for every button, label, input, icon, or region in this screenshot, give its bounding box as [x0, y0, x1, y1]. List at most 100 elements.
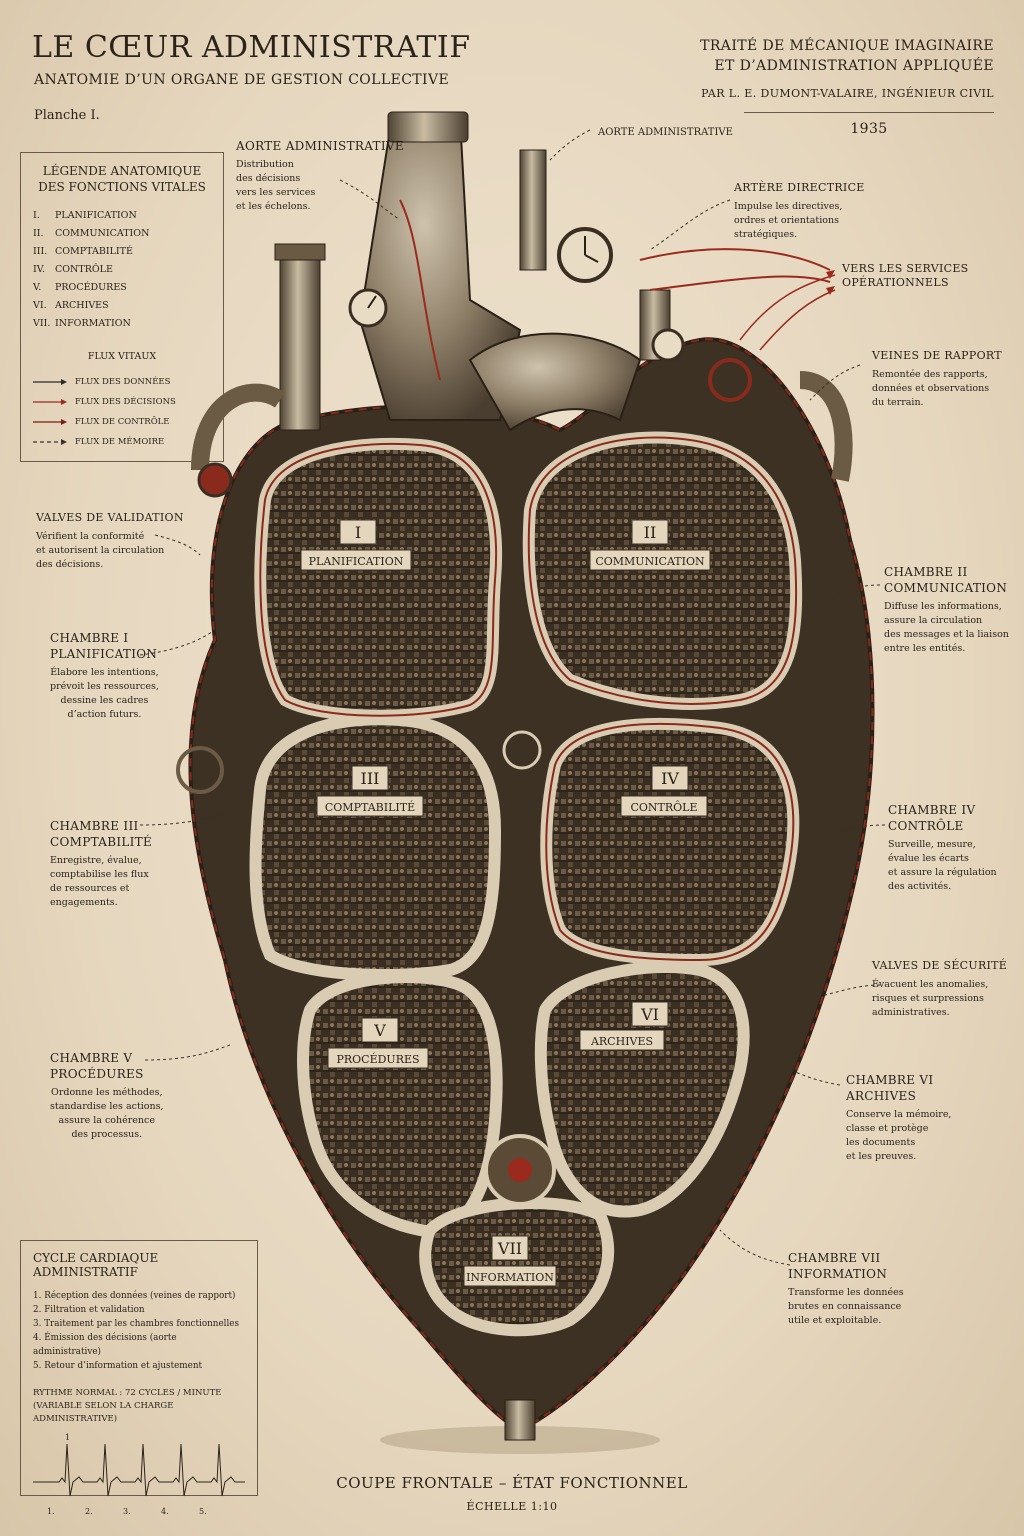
legend-flux-item: FLUX DE CONTRÔLE	[33, 412, 211, 432]
annotation-veines-title: VEINES DE RAPPORT	[872, 349, 1002, 362]
chamber-number: V	[373, 1021, 386, 1040]
ecg-beat-mark: 1.	[47, 1507, 55, 1516]
footer-caption: COUPE FRONTALE – ÉTAT FONCTIONNEL	[336, 1474, 688, 1492]
legend-function-number: I.	[33, 210, 40, 221]
chambre2-title-1: CHAMBRE II	[884, 565, 968, 579]
annotation-aorte-left-desc: Distribution des décisions vers les serv…	[236, 158, 404, 214]
valves-validation-title: VALVES DE VALIDATION	[36, 511, 184, 524]
artere-desc-3: stratégiques.	[734, 229, 798, 240]
aorte-left-desc-4: et les échelons.	[236, 201, 311, 212]
legend-flux-label: FLUX DE MÉMOIRE	[75, 437, 165, 447]
legend-function-label: PLANIFICATION	[55, 210, 137, 221]
annotation-chambre-7: CHAMBRE VII INFORMATION Transforme les d…	[788, 1250, 904, 1328]
chambre5-desc-1: Ordonne les méthodes,	[51, 1087, 163, 1098]
chambre1-desc-4: d’action futurs.	[67, 709, 142, 720]
valves-validation-desc-2: et autorisent la circulation	[36, 545, 165, 556]
annotation-chambre-3: CHAMBRE III COMPTABILITÉ Enregistre, éva…	[50, 818, 152, 910]
chambre2-desc-2: assure la circulation	[884, 615, 983, 626]
chambre5-desc-2: standardise les actions,	[50, 1101, 164, 1112]
legend-title-line-2: DES FONCTIONS VITALES	[38, 180, 206, 194]
legend-function-item: IV.CONTRÔLE	[33, 261, 211, 279]
legend-function-label: PROCÉDURES	[55, 282, 127, 293]
chamber-placard: II COMMUNICATION	[589, 519, 711, 571]
plate-number: Planche I.	[34, 108, 100, 123]
annotation-chambre-2: CHAMBRE II COMMUNICATION Diffuse les inf…	[884, 564, 1009, 656]
chamber-number: IV	[661, 769, 679, 788]
chamber-number: II	[644, 523, 657, 542]
chambre4-title-2: CONTRÔLE	[888, 819, 964, 833]
legend-flux-item: FLUX DES DÉCISIONS	[33, 392, 211, 412]
legend-function-number: III.	[33, 246, 48, 257]
legend-flux-label: FLUX DES DONNÉES	[75, 377, 171, 387]
valves-validation-desc-3: des décisions.	[36, 559, 104, 570]
legend-function-item: VI.ARCHIVES	[33, 297, 211, 315]
chambre1-desc-1: Élabore les intentions,	[50, 667, 159, 678]
year: 1935	[744, 112, 994, 139]
legend-function-number: VI.	[33, 300, 47, 311]
chambre2-desc-3: des messages et la liaison	[884, 629, 1009, 640]
veines-desc-3: du terrain.	[872, 397, 924, 408]
ecg-peak-mark: 1	[65, 1433, 70, 1442]
chambre5-title-1: CHAMBRE V	[50, 1051, 133, 1065]
annotation-artere: ARTÈRE DIRECTRICE Impulse les directives…	[734, 180, 865, 242]
legend-title: LÉGENDE ANATOMIQUE DES FONCTIONS VITALES	[33, 163, 211, 195]
legend-function-item: V.PROCÉDURES	[33, 279, 211, 297]
chambre6-desc-2: classe et protège	[846, 1123, 929, 1134]
cycle-box: CYCLE CARDIAQUE ADMINISTRATIF 1. Récepti…	[20, 1240, 258, 1516]
legend-function-label: INFORMATION	[55, 318, 131, 329]
annotation-aorte-top-title: AORTE ADMINISTRATIVE	[598, 127, 733, 138]
chamber-label: COMMUNICATION	[595, 555, 705, 568]
chambre7-desc-3: utile et exploitable.	[788, 1315, 882, 1326]
annotation-services: VERS LES SERVICES OPÉRATIONNELS	[842, 262, 968, 290]
ecg-trace: 1.2.3.4.5.1	[33, 1433, 245, 1516]
flux-arrow-icon	[33, 379, 67, 385]
services-title-2: OPÉRATIONNELS	[842, 276, 949, 289]
veines-desc-2: données et observations	[872, 383, 990, 394]
artere-desc-2: ordres et orientations	[734, 215, 839, 226]
chamber-label: PLANIFICATION	[309, 555, 404, 568]
legend-function-number: IV.	[33, 264, 45, 275]
annotation-valves-validation: VALVES DE VALIDATION Vérifient la confor…	[36, 510, 184, 572]
chamber-number: III	[361, 769, 380, 788]
annotation-aorte-left: AORTE ADMINISTRATIVE Distribution des dé…	[236, 138, 404, 214]
chambre2-title-2: COMMUNICATION	[884, 581, 1008, 595]
annotation-chambre-4: CHAMBRE IV CONTRÔLE Surveille, mesure, é…	[888, 802, 997, 894]
chambre4-title-1: CHAMBRE IV	[888, 803, 976, 817]
ecg-beat-mark: 4.	[161, 1507, 169, 1516]
ecg-beat-mark: 2.	[85, 1507, 93, 1516]
treatise-block: TRAITÉ DE MÉCANIQUE IMAGINAIRE ET D’ADMI…	[674, 36, 994, 139]
cycle-title: CYCLE CARDIAQUE ADMINISTRATIF	[33, 1251, 159, 1279]
legend-flux-item: FLUX DES DONNÉES	[33, 372, 211, 392]
annotation-artere-title: ARTÈRE DIRECTRICE	[734, 181, 865, 194]
annotation-aorte-top: AORTE ADMINISTRATIVE	[598, 122, 733, 140]
chambre4-desc-3: et assure la régulation	[888, 867, 997, 878]
legend-title-line-1: LÉGENDE ANATOMIQUE	[42, 164, 202, 178]
chambre2-desc-1: Diffuse les informations,	[884, 601, 1002, 612]
cycle-step: 4. Émission des décisions (aorte adminis…	[33, 1333, 177, 1357]
chamber-label: COMPTABILITÉ	[325, 800, 415, 814]
author-line: PAR L. E. DUMONT-VALAIRE, INGÉNIEUR CIVI…	[701, 87, 994, 100]
cycle-rate: RYTHME NORMAL : 72 CYCLES / MINUTE (VARI…	[33, 1387, 245, 1426]
valves-securite-desc-2: risques et surpressions	[872, 993, 984, 1004]
chambre3-desc-1: Enregistre, évalue,	[50, 855, 142, 866]
annotation-chambre-6: CHAMBRE VI ARCHIVES Conserve la mémoire,…	[846, 1072, 951, 1164]
chambre7-desc-1: Transforme les données	[788, 1287, 904, 1298]
legend-box: LÉGENDE ANATOMIQUE DES FONCTIONS VITALES…	[20, 152, 224, 462]
aorte-left-desc-3: vers les services	[236, 187, 316, 198]
valves-securite-desc-3: administratives.	[872, 1007, 950, 1018]
chambre6-desc-1: Conserve la mémoire,	[846, 1109, 952, 1120]
legend-flux-item: FLUX DE MÉMOIRE	[33, 432, 211, 452]
chambre3-desc-2: comptabilise les flux	[50, 869, 149, 880]
chambre4-desc-1: Surveille, mesure,	[888, 839, 976, 850]
annotation-chambre-1: CHAMBRE I PLANIFICATION Élabore les inte…	[50, 630, 159, 722]
legend-function-item: I. PLANIFICATION	[33, 207, 211, 225]
page-subtitle: ANATOMIE D’UN ORGANE DE GESTION COLLECTI…	[34, 72, 450, 88]
flux-arrow-icon	[33, 439, 67, 445]
chambre5-desc-4: des processus.	[71, 1129, 143, 1140]
